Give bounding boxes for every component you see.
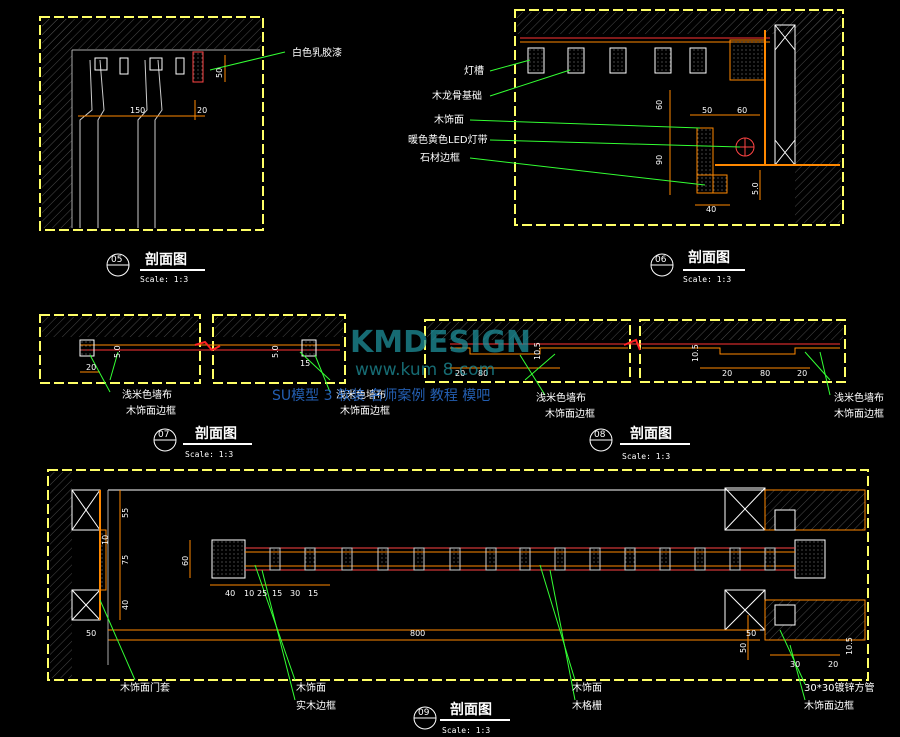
s09-dim-10: 30	[290, 589, 300, 598]
s08-dim-1: 20	[455, 369, 465, 378]
s09-label-grille: 木格栅	[572, 699, 602, 712]
watermark-tagline: SU模型 3 软装 名师案例 教程 模吧	[272, 387, 490, 404]
s08-label-frame-1: 木饰面边框	[545, 407, 595, 420]
s09-dim-12: 50	[86, 629, 96, 638]
s09-dim-7: 10	[244, 589, 254, 598]
s07-label-cloth-2: 浅米色墙布	[336, 388, 386, 401]
section-05-drawing: 150 20 50 白色乳胶漆	[39, 16, 342, 231]
s09-dim-9: 15	[272, 589, 282, 598]
s06-dim-6: 5.0	[751, 182, 760, 195]
s08-title: 剖面图	[630, 425, 672, 442]
section-09-drawing: 55 75 40 10 60 40 10 25 15 30 15 50 800 …	[47, 469, 874, 712]
section-08-title-block: 08 剖面图 Scale: 1:3	[589, 425, 690, 461]
s06-title: 剖面图	[688, 249, 730, 266]
s08-label-cloth-1: 浅米色墙布	[536, 391, 586, 404]
s06-dim-1: 60	[655, 100, 664, 110]
s08-dim-3: 10.5	[533, 342, 542, 360]
s09-dim-16: 30	[790, 660, 800, 669]
watermark-brand: KMDESIGN	[350, 325, 531, 360]
s06-scale: Scale: 1:3	[683, 275, 731, 284]
s09-dim-18: 10.5	[845, 637, 854, 655]
s09-label-veneer-2: 木饰面	[572, 681, 602, 694]
s09-grille-blocks	[269, 547, 776, 571]
s09-dim-14: 50	[746, 629, 756, 638]
s09-dim-6: 40	[225, 589, 235, 598]
s09-dim-1: 55	[121, 508, 130, 518]
s08-number: 08	[594, 430, 606, 440]
section-05-title-block: 05 剖面图 Scale: 1:3	[106, 251, 205, 284]
s09-dim-11: 15	[308, 589, 318, 598]
s08-label-cloth-2: 浅米色墙布	[834, 391, 884, 404]
s07-scale: Scale: 1:3	[185, 450, 233, 459]
s09-dim-2: 75	[121, 555, 130, 565]
s07-dim-2: 5.0	[113, 345, 122, 358]
s09-dim-3: 40	[121, 600, 130, 610]
s07-label-frame-2: 木饰面边框	[340, 404, 390, 417]
s09-dim-8: 25	[257, 589, 267, 598]
s06-dim-2: 50	[702, 106, 712, 115]
s08-label-frame-2: 木饰面边框	[834, 407, 884, 420]
section-07-title-block: 07 剖面图 Scale: 1:3	[153, 425, 252, 459]
s09-label-solid-frame: 实木边框	[296, 699, 336, 712]
s09-title: 剖面图	[450, 701, 492, 718]
s08-dim-2: 80	[478, 369, 488, 378]
s06-label-stone-frame: 石材边框	[420, 151, 460, 164]
s06-number: 06	[655, 255, 667, 265]
s09-dim-4: 10	[101, 535, 110, 545]
s08-dim-6: 80	[760, 369, 770, 378]
s05-dim-1: 150	[130, 106, 145, 115]
s09-dim-5: 60	[181, 556, 190, 566]
s06-label-wood-keel: 木龙骨基础	[432, 89, 482, 102]
s05-title: 剖面图	[145, 251, 187, 268]
s07-title: 剖面图	[195, 425, 237, 442]
s09-label-door-cover: 木饰面门套	[120, 681, 170, 694]
s06-label-led-strip: 暖色黄色LED灯带	[408, 133, 488, 146]
s06-dim-3: 60	[737, 106, 747, 115]
s09-scale: Scale: 1:3	[442, 726, 490, 735]
s07-dim-3: 5.0	[271, 345, 280, 358]
s06-dim-4: 90	[655, 155, 664, 165]
s07-dim-4: 15	[300, 359, 310, 368]
s08-dim-5: 20	[722, 369, 732, 378]
section-06-drawing: 60 50 60 90 40 5.0 灯槽 木龙骨基础 木饰面 暖色黄色LED灯…	[408, 9, 844, 226]
watermark: KMDESIGN www.kum 8.com SU模型 3 软装 名师案例 教程…	[272, 325, 531, 404]
s09-dim-15: 50	[739, 643, 748, 653]
s06-label-wood-veneer: 木饰面	[434, 113, 464, 126]
s05-dim-3: 50	[215, 68, 224, 78]
s09-label-veneer-1: 木饰面	[296, 681, 326, 694]
watermark-url: www.kum 8.com	[355, 360, 495, 380]
s05-label-latex-paint: 白色乳胶漆	[292, 46, 342, 59]
s05-scale: Scale: 1:3	[140, 275, 188, 284]
s09-number: 09	[418, 708, 430, 718]
section-09-title-block: 09 剖面图 Scale: 1:3	[413, 701, 510, 735]
section-06-title-block: 06 剖面图 Scale: 1:3	[650, 249, 745, 284]
s08-dim-4: 10.5	[691, 344, 700, 362]
s07-label-cloth-1: 浅米色墙布	[122, 388, 172, 401]
s09-dim-13: 800	[410, 629, 425, 638]
s07-dim-1: 20	[86, 363, 96, 372]
s08-scale: Scale: 1:3	[622, 452, 670, 461]
s07-label-frame-1: 木饰面边框	[126, 404, 176, 417]
s06-label-lamp-slot: 灯槽	[464, 64, 484, 77]
s05-number: 05	[111, 255, 122, 265]
s09-label-steel-tube: 30*30镀锌方管	[804, 681, 874, 694]
s09-dim-17: 20	[828, 660, 838, 669]
s09-label-veneer-frame: 木饰面边框	[804, 699, 854, 712]
s08-dim-7: 20	[797, 369, 807, 378]
section-08-drawing: 20 80 10.5 10.5 20 80 20 浅米色墙布 木饰面边框 浅米色…	[424, 319, 884, 420]
section-07-drawing: 20 5.0 5.0 15 浅米色墙布 木饰面边框 浅米色墙布 木饰面边框	[39, 314, 390, 417]
s05-dim-2: 20	[197, 106, 207, 115]
s06-dim-5: 40	[706, 205, 716, 214]
s07-number: 07	[158, 430, 169, 440]
